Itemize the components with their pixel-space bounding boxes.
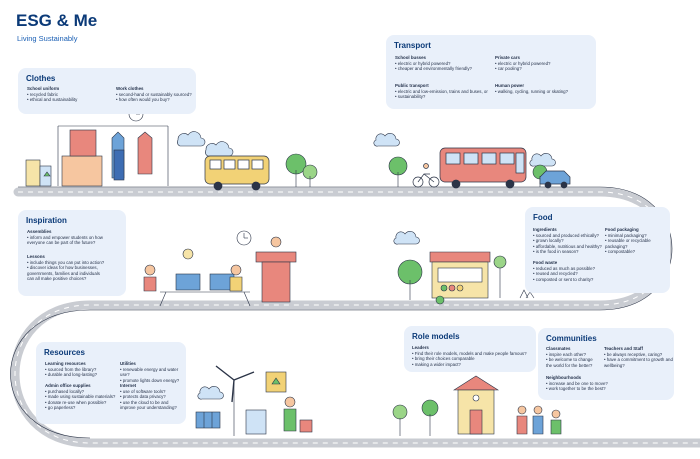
cloud-icon — [373, 133, 400, 147]
food-card: Food Ingredients • sourced and produced … — [525, 207, 670, 293]
laptop-icon — [175, 273, 201, 291]
inspiration-title: Inspiration — [26, 216, 67, 225]
podium-icon — [255, 236, 297, 303]
communities-card: Communities Classmates • inspire each ot… — [538, 328, 674, 400]
clothes-group-0: School uniform • recycled fabric • ethic… — [27, 86, 78, 103]
store-icon — [397, 251, 535, 305]
transport-title: Transport — [394, 41, 431, 50]
car-icon — [539, 170, 571, 189]
resources-group-0: Learning resources • sourced from the li… — [45, 361, 98, 378]
resources-group-1: Utilities • renewable energy and water u… — [120, 361, 180, 383]
clothes-group-1: Work clothes • second-hand or sustainabl… — [116, 86, 192, 103]
clothes-rack-scene — [25, 106, 169, 187]
role-models-card: Role models Leaders • Find their role mo… — [404, 326, 536, 372]
cloud-icon — [197, 386, 224, 400]
page-title: ESG & Me — [16, 11, 98, 30]
food-group-2: Food waste • reduced as much as possible… — [533, 260, 596, 282]
resources-title: Resources — [44, 348, 85, 357]
clothes-card: Clothes School uniform • recycled fabric… — [18, 68, 196, 114]
clothes-title: Clothes — [26, 74, 56, 83]
transport-card: Transport School busses • electric or hy… — [386, 35, 596, 109]
transport-group-0: School busses • electric or hybrid power… — [395, 55, 472, 72]
solar-panel-icon — [195, 411, 221, 429]
food-group-1: Food packaging • minimal packaging? • re… — [605, 227, 651, 255]
tree-icon — [388, 156, 408, 187]
page-subtitle: Living Sustainably — [17, 34, 78, 43]
bicycle-icon — [412, 163, 440, 188]
communities-title: Communities — [546, 334, 597, 343]
resources-group-3: Internet • use of software tools? • prot… — [120, 383, 177, 411]
role-models-title: Role models — [412, 332, 460, 341]
person-icon — [516, 405, 562, 435]
recycle-icon — [271, 377, 281, 385]
inspiration-card: Inspiration Assemblies • inform and empo… — [18, 210, 126, 296]
resources-card: Resources Learning resources • sourced f… — [36, 342, 186, 424]
school-building-icon — [392, 375, 500, 436]
food-group-0: Ingredients • sourced and produced ethic… — [533, 227, 602, 255]
bus-icon — [204, 155, 270, 191]
communities-group-1: Teachers and Staff • be always receptive… — [604, 346, 673, 368]
energy-scene — [195, 365, 313, 436]
cloud-icon — [205, 141, 234, 157]
resources-group-2: Admin office supplies • purchased locall… — [45, 383, 116, 411]
transport-group-2: Public transport • electric and low-emis… — [395, 83, 488, 100]
city-bus-icon — [439, 147, 527, 189]
tree-icon — [285, 153, 318, 187]
recycle-icon — [43, 171, 51, 177]
communities-group-0: Classmates • inspire each other? • be we… — [546, 346, 593, 368]
classroom-scene — [143, 230, 297, 307]
communities-group-2: Neighbourhoods • increase and be one to … — [546, 375, 608, 392]
inspiration-group-1: Lessons • include things you can put int… — [27, 254, 105, 282]
cloud-icon — [177, 131, 206, 147]
cloud-icon — [393, 231, 420, 245]
role-models-group-0: Leaders • Find their role models, models… — [412, 345, 527, 367]
inspiration-group-0: Assemblies • inform and empower students… — [27, 229, 103, 246]
food-title: Food — [533, 213, 553, 222]
wind-turbine-icon — [215, 365, 255, 436]
transport-group-1: Private cars • electric or hybrid powere… — [495, 55, 551, 72]
transport-group-3: Human power • walking, cycling, running … — [495, 83, 569, 94]
cloud-icon — [529, 153, 556, 167]
